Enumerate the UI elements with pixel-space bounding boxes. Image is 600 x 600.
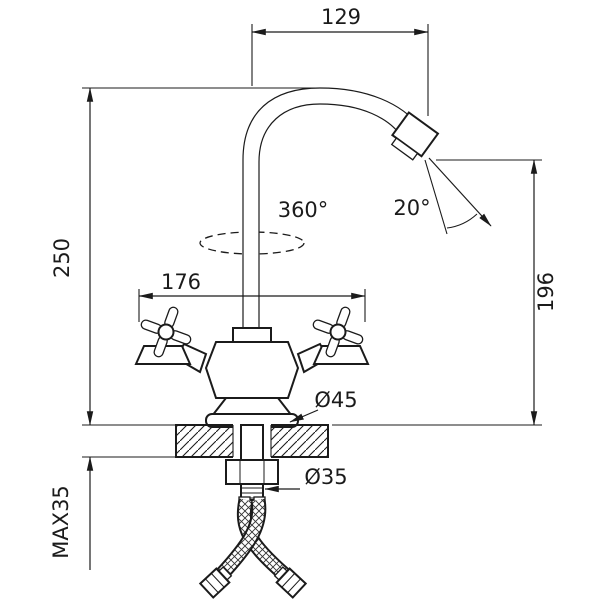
- spray-angle-leg: [424, 159, 448, 235]
- dia45-leader: [289, 409, 319, 423]
- spray-angle-label: 20°: [393, 196, 430, 220]
- dimension-annotations: 129 250 176 196 MAX35 360° 20° Ø45 Ø35: [49, 5, 558, 570]
- swivel-angle-label: 360°: [278, 198, 329, 222]
- hose-nut-left: [198, 566, 233, 599]
- dim-196-label: 196: [534, 272, 558, 312]
- spray-angle-arc: [446, 213, 478, 229]
- left-cross-handle: [140, 306, 192, 358]
- supply-hoses: [216, 498, 289, 580]
- mounting-locknut: [225, 459, 279, 485]
- hose-nut-right: [273, 566, 308, 599]
- left-handle-skirt: [134, 345, 192, 365]
- nozzle: [390, 111, 440, 161]
- spray-direction-arrow: [428, 157, 492, 227]
- riser-mask: [243, 230, 260, 255]
- right-handle-hub: [329, 323, 347, 341]
- right-cross-handle: [312, 306, 364, 358]
- aerator-tip: [390, 137, 419, 161]
- dim-176-label: 176: [161, 270, 201, 294]
- mixer-body: [204, 341, 300, 399]
- dim-129-label: 129: [321, 5, 361, 29]
- spout-inner-curve: [258, 103, 406, 340]
- riser-collar: [232, 327, 272, 343]
- dia45-label: Ø45: [314, 388, 357, 412]
- left-handle-hub: [157, 323, 175, 341]
- dim-250-label: 250: [50, 238, 74, 278]
- dim-max35-label: MAX35: [49, 485, 73, 559]
- hose-b-braid: [217, 498, 265, 578]
- right-handle-skirt: [312, 345, 370, 365]
- faucet-assembly: [134, 87, 492, 599]
- spout-outer-curve: [242, 87, 421, 340]
- dia35-label: Ø35: [304, 465, 347, 489]
